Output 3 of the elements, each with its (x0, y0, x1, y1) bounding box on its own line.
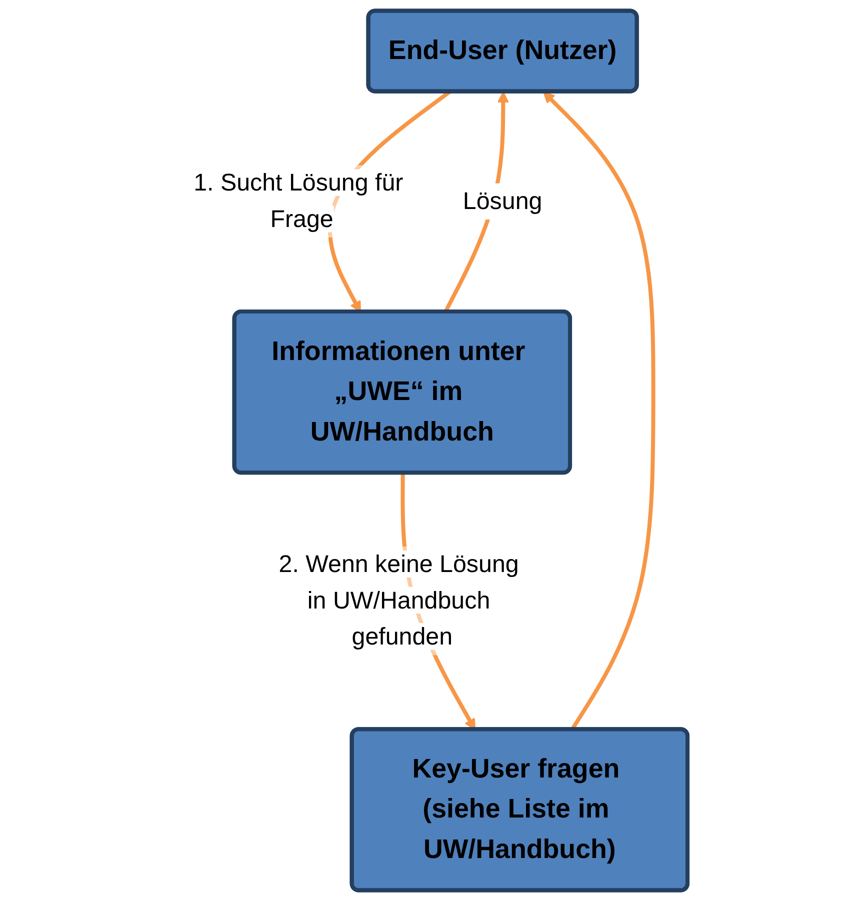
edge-label: Lösung (462, 187, 542, 214)
edge-label: 2. Wenn keine Lösung in UW/Handbuch gefunden (278, 550, 519, 650)
edge-label: 1. Sucht Lösung für Frage (194, 169, 404, 232)
